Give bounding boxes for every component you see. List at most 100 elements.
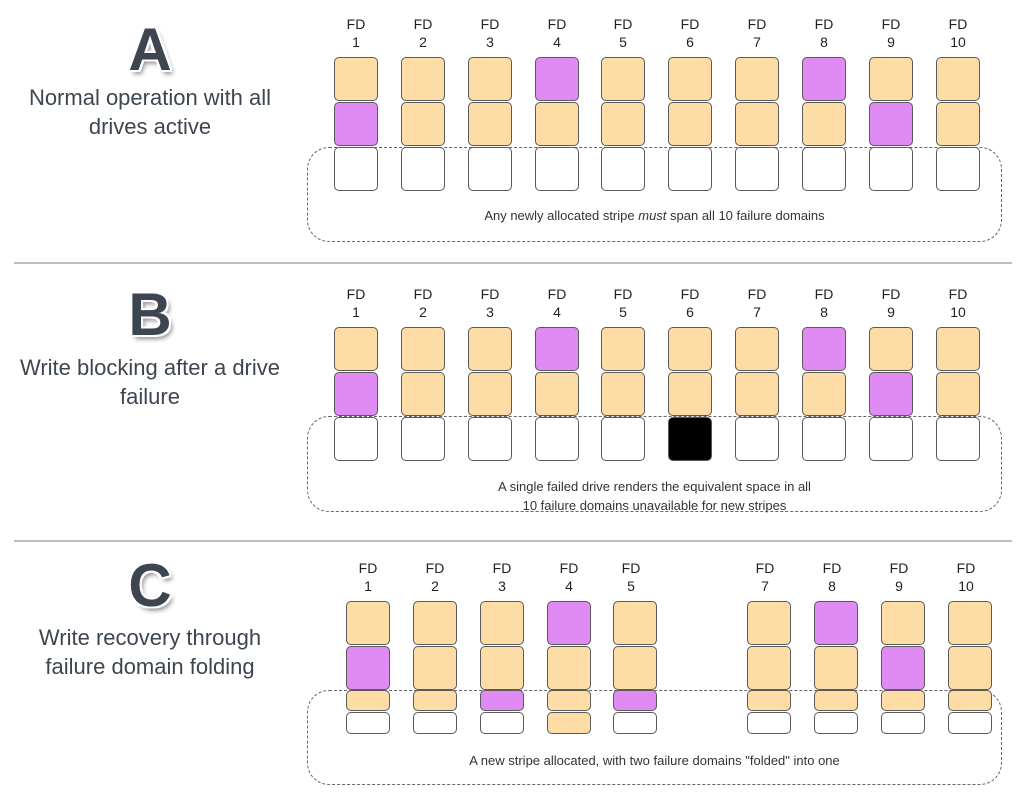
panel-separator xyxy=(14,262,1012,264)
orange-segment xyxy=(869,57,913,101)
orange-segment xyxy=(869,327,913,371)
orange-segment xyxy=(735,327,779,371)
empty-segment xyxy=(601,147,645,191)
empty-segment xyxy=(468,147,512,191)
purple-segment xyxy=(535,327,579,371)
empty-segment xyxy=(936,417,980,461)
fd-prefix: FD xyxy=(425,560,445,576)
orange-segment xyxy=(735,372,779,416)
stripe-caption: Any newly allocated stripe must span all… xyxy=(307,206,1002,225)
fd-number: 8 xyxy=(828,578,836,594)
caption-line: A single failed drive renders the equiva… xyxy=(498,479,811,494)
fd-prefix: FD xyxy=(346,286,366,302)
fd-number: 8 xyxy=(820,304,828,320)
orange-segment xyxy=(802,372,846,416)
fd-prefix: FD xyxy=(613,16,633,32)
orange-segment xyxy=(413,601,457,645)
panel-separator xyxy=(14,540,1012,542)
fd-prefix: FD xyxy=(956,560,976,576)
description-line: failure domain folding xyxy=(45,654,255,679)
orange-segment xyxy=(802,102,846,146)
fd-prefix: FD xyxy=(948,16,968,32)
purple-segment xyxy=(869,372,913,416)
purple-segment xyxy=(802,57,846,101)
folded-purple-segment xyxy=(613,690,657,711)
purple-segment xyxy=(869,102,913,146)
caption-emphasis: must xyxy=(638,208,667,223)
orange-segment xyxy=(535,372,579,416)
orange-segment xyxy=(613,601,657,645)
fd-number: 8 xyxy=(820,34,828,50)
purple-segment xyxy=(334,372,378,416)
fd-prefix: FD xyxy=(814,286,834,302)
empty-segment xyxy=(346,712,390,734)
folded-orange-segment xyxy=(547,712,591,734)
orange-segment xyxy=(346,601,390,645)
panel-description: Write recovery through failure domain fo… xyxy=(0,623,300,681)
new-stripe-region xyxy=(307,147,1002,242)
fd-prefix: FD xyxy=(747,16,767,32)
orange-segment xyxy=(413,646,457,690)
description-line: Write recovery through xyxy=(38,625,262,650)
orange-segment xyxy=(735,57,779,101)
caption-text: Any newly allocated stripe xyxy=(484,208,639,223)
orange-segment xyxy=(613,646,657,690)
new-stripe-region xyxy=(307,416,1002,512)
orange-segment xyxy=(535,102,579,146)
fd-prefix: FD xyxy=(814,16,834,32)
panel-description: Normal operation with all drives active xyxy=(0,83,300,141)
orange-segment xyxy=(468,102,512,146)
fd-prefix: FD xyxy=(413,286,433,302)
empty-segment xyxy=(802,417,846,461)
panel-letter: A xyxy=(128,16,172,83)
fd-label: FD 2 xyxy=(401,285,445,321)
fd-number: 7 xyxy=(753,304,761,320)
fd-label: FD 7 xyxy=(735,285,779,321)
orange-segment xyxy=(936,57,980,101)
fd-prefix: FD xyxy=(346,16,366,32)
orange-segment xyxy=(936,102,980,146)
stripe-caption: A single failed drive renders the equiva… xyxy=(307,477,1002,515)
orange-segment xyxy=(401,102,445,146)
fd-prefix: FD xyxy=(822,560,842,576)
orange-segment xyxy=(881,601,925,645)
failed-drive-segment xyxy=(668,417,712,461)
fd-prefix: FD xyxy=(358,560,378,576)
empty-segment xyxy=(413,712,457,734)
fd-number: 4 xyxy=(553,34,561,50)
caption-line: 10 failure domains unavailable for new s… xyxy=(522,498,787,513)
stripe-caption: A new stripe allocated, with two failure… xyxy=(469,753,840,768)
fd-prefix: FD xyxy=(755,560,775,576)
fd-prefix: FD xyxy=(747,286,767,302)
fd-number: 6 xyxy=(686,304,694,320)
fd-number: 5 xyxy=(619,304,627,320)
purple-segment xyxy=(802,327,846,371)
orange-segment xyxy=(601,102,645,146)
empty-segment xyxy=(948,712,992,734)
fd-number: 9 xyxy=(895,578,903,594)
empty-segment xyxy=(802,147,846,191)
purple-segment xyxy=(814,601,858,645)
panel-description: Write blocking after a drive failure xyxy=(0,353,300,411)
fd-number: 10 xyxy=(950,304,966,320)
fd-prefix: FD xyxy=(889,560,909,576)
orange-segment xyxy=(601,327,645,371)
fd-number: 2 xyxy=(419,304,427,320)
description-line: drives active xyxy=(88,114,212,139)
fd-number: 5 xyxy=(619,34,627,50)
fd-prefix: FD xyxy=(480,16,500,32)
empty-segment xyxy=(401,147,445,191)
fd-prefix: FD xyxy=(547,286,567,302)
orange-segment xyxy=(668,102,712,146)
